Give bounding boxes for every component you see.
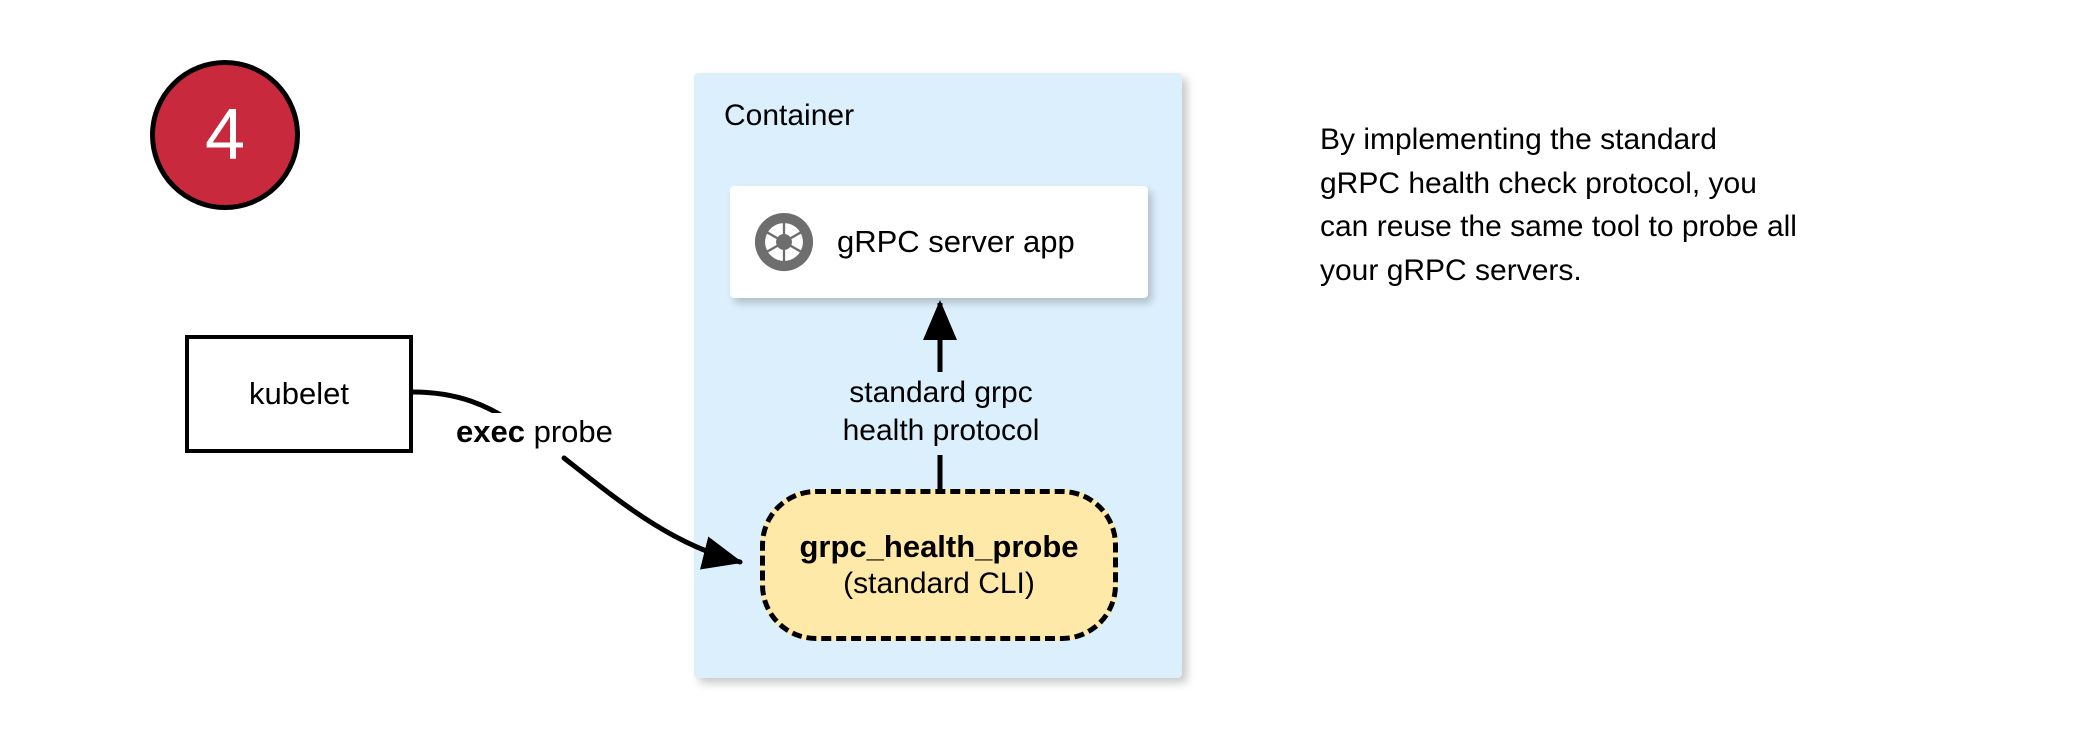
- grpc-health-probe-box: grpc_health_probe (standard CLI): [760, 489, 1118, 641]
- aperture-icon: [754, 212, 814, 272]
- health-protocol-label-line2: health protocol: [830, 412, 1052, 451]
- side-note-line-1: By implementing the standard: [1320, 123, 1717, 156]
- step-number-text: 4: [204, 95, 246, 175]
- exec-probe-edge-label: exec probe: [452, 413, 617, 452]
- side-note: By implementing the standard gRPC health…: [1320, 118, 1900, 292]
- side-note-line-2: gRPC health check protocol, you: [1320, 166, 1757, 200]
- container-title: Container: [724, 99, 855, 132]
- side-note-line-4: your gRPC servers.: [1320, 253, 1582, 287]
- side-note-line-3: can reuse the same tool to probe all: [1320, 210, 1797, 243]
- health-protocol-edge-label: standard grpc health protocol: [830, 374, 1052, 451]
- exec-probe-label-rest: probe: [524, 414, 613, 449]
- grpc-health-probe-subtitle: (standard CLI): [843, 566, 1035, 600]
- health-protocol-label-line1: standard grpc: [830, 374, 1052, 413]
- step-number-badge: 4: [150, 60, 300, 210]
- grpc-health-probe-title: grpc_health_probe: [799, 529, 1079, 565]
- kubelet-label: kubelet: [249, 375, 349, 411]
- exec-probe-label-bold: exec: [456, 414, 525, 449]
- grpc-server-app-label: gRPC server app: [837, 223, 1075, 259]
- kubelet-box: kubelet: [185, 335, 413, 453]
- grpc-server-app-card: gRPC server app: [730, 186, 1148, 298]
